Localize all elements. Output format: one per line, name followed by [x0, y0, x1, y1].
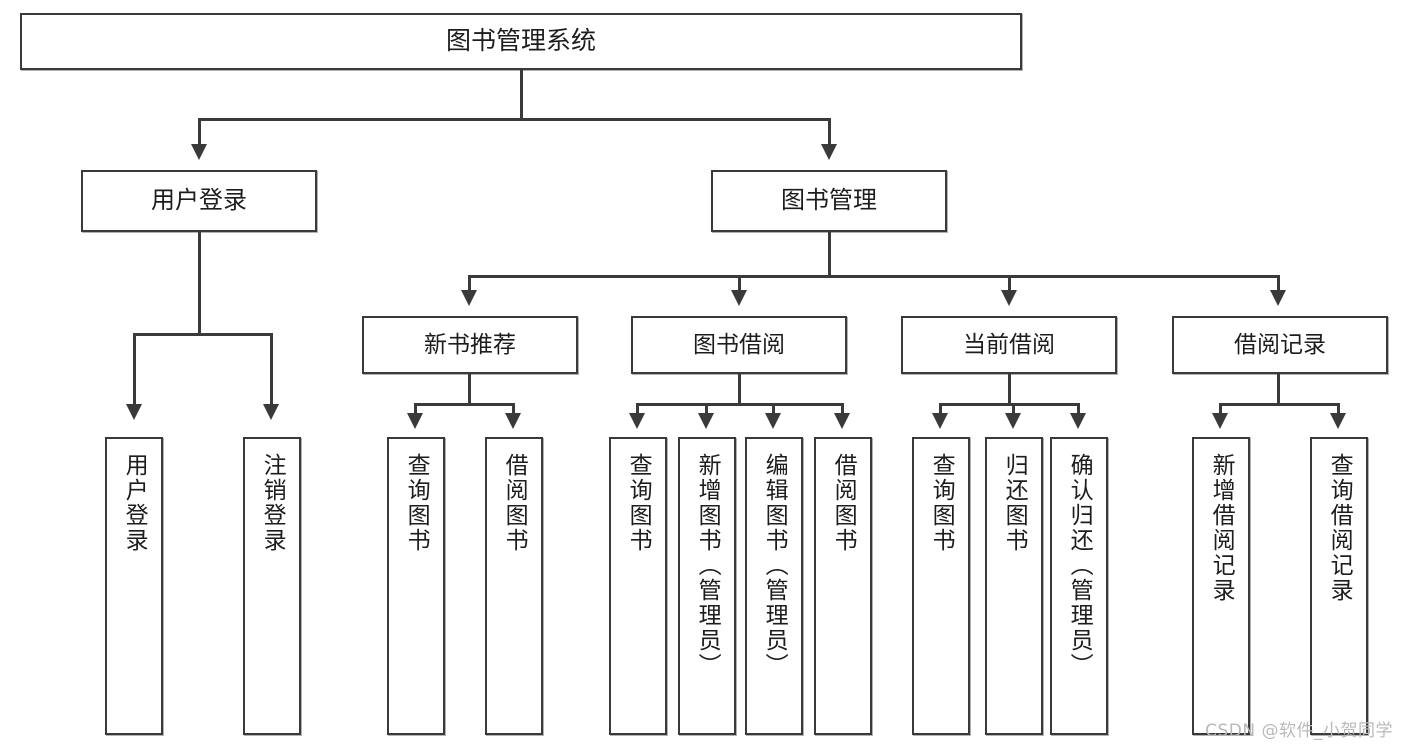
node-label: 查询图书	[928, 453, 955, 553]
node-borrow-record[interactable]: 借阅记录	[1172, 316, 1388, 374]
edge-user-login-stem	[198, 232, 201, 335]
arrowhead-leaf-borrow-edit	[765, 413, 781, 429]
node-label: 当前借阅	[963, 331, 1055, 358]
edge-current-borrow-to-leaf-1	[939, 403, 942, 415]
edge-borrow-record-bus	[1219, 403, 1338, 406]
node-leaf-rec-query2[interactable]: 查询借阅记录	[1310, 437, 1368, 735]
node-leaf-borrow-add[interactable]: 新增图书（管理员）	[678, 437, 736, 735]
node-label: 新书推荐	[424, 331, 516, 358]
arrowhead-leaf-rec-add	[1212, 413, 1228, 429]
node-label: 借阅图书	[501, 453, 528, 553]
node-label: 新增图书（管理员）	[694, 453, 721, 678]
edge-borrow-record-stem	[1277, 374, 1280, 405]
edge-book-borrow-to-leaf-2	[705, 403, 708, 415]
edge-book-manage-stem	[828, 232, 831, 277]
node-new-book-rec[interactable]: 新书推荐	[362, 316, 578, 374]
node-book-manage[interactable]: 图书管理	[711, 170, 947, 232]
edge-book-borrow-to-leaf-1	[636, 403, 639, 415]
edge-new-book-rec-bus	[414, 403, 514, 406]
edge-user-login-to-leaf-2	[270, 333, 273, 405]
node-root-system[interactable]: 图书管理系统	[20, 13, 1022, 70]
arrowhead-user-login	[191, 144, 207, 160]
node-label: 图书借阅	[693, 331, 785, 358]
arrowhead-current-borrow	[1001, 290, 1017, 306]
node-leaf-borrow-query[interactable]: 查询图书	[609, 437, 667, 735]
edge-new-book-rec-stem	[468, 374, 471, 405]
edge-root-bus	[198, 118, 831, 121]
edge-book-manage-bus	[468, 275, 1280, 278]
edge-book-borrow-stem	[738, 374, 741, 405]
node-leaf-borrow-edit[interactable]: 编辑图书（管理员）	[745, 437, 803, 735]
node-label: 编辑图书（管理员）	[761, 453, 788, 678]
edge-new-book-rec-to-leaf-1	[414, 403, 417, 415]
arrowhead-book-manage	[821, 144, 837, 160]
arrowhead-leaf-rec-borrow	[505, 413, 521, 429]
arrowhead-leaf-borrow-add	[698, 413, 714, 429]
edge-user-login-bus	[133, 333, 273, 336]
edge-root-to-book-manage	[828, 118, 831, 146]
node-leaf-cur-query[interactable]: 查询图书	[912, 437, 970, 735]
arrowhead-book-borrow	[731, 290, 747, 306]
node-user-login[interactable]: 用户登录	[81, 170, 317, 232]
edge-book-manage-to-borrow-record	[1277, 275, 1280, 292]
node-leaf-cur-confirm[interactable]: 确认归还（管理员）	[1050, 437, 1108, 735]
node-label: 用户登录	[151, 186, 247, 215]
edge-current-borrow-bus	[939, 403, 1078, 406]
edge-new-book-rec-to-leaf-2	[512, 403, 515, 415]
edge-book-manage-to-new-book-rec	[468, 275, 471, 292]
node-leaf-borrow-lend[interactable]: 借阅图书	[814, 437, 872, 735]
edge-borrow-record-to-leaf-2	[1337, 403, 1340, 415]
node-label: 用户登录	[121, 453, 148, 553]
node-book-borrow[interactable]: 图书借阅	[631, 316, 847, 374]
node-label: 图书管理	[781, 186, 877, 215]
node-label: 查询借阅记录	[1326, 453, 1353, 603]
edge-current-borrow-stem	[1008, 374, 1011, 405]
node-label: 确认归还（管理员）	[1066, 453, 1093, 678]
node-label: 查询图书	[625, 453, 652, 553]
arrowhead-borrow-record	[1270, 290, 1286, 306]
node-label: 注销登录	[259, 453, 286, 553]
node-leaf-user-login[interactable]: 用户登录	[105, 437, 163, 735]
arrowhead-leaf-user-logout	[263, 404, 279, 420]
edge-book-manage-to-book-borrow	[738, 275, 741, 292]
edge-current-borrow-to-leaf-2	[1012, 403, 1015, 415]
node-label: 借阅图书	[830, 453, 857, 553]
edge-root-stem	[520, 70, 523, 119]
edge-book-borrow-to-leaf-3	[772, 403, 775, 415]
arrowhead-new-book-rec	[461, 290, 477, 306]
edge-book-borrow-bus	[636, 403, 843, 406]
node-leaf-cur-return[interactable]: 归还图书	[985, 437, 1043, 735]
node-label: 归还图书	[1001, 453, 1028, 553]
node-leaf-user-logout[interactable]: 注销登录	[243, 437, 301, 735]
arrowhead-leaf-user-login	[126, 404, 142, 420]
node-leaf-rec-add[interactable]: 新增借阅记录	[1192, 437, 1250, 735]
node-leaf-rec-borrow[interactable]: 借阅图书	[485, 437, 543, 735]
edge-book-borrow-to-leaf-4	[841, 403, 844, 415]
arrowhead-leaf-borrow-lend	[834, 413, 850, 429]
edge-book-manage-to-current-borrow	[1008, 275, 1011, 292]
node-current-borrow[interactable]: 当前借阅	[901, 316, 1117, 374]
edge-borrow-record-to-leaf-1	[1219, 403, 1222, 415]
node-label: 新增借阅记录	[1208, 453, 1235, 603]
node-leaf-rec-query[interactable]: 查询图书	[387, 437, 445, 735]
arrowhead-leaf-cur-confirm	[1070, 413, 1086, 429]
edge-root-to-user-login	[198, 118, 201, 146]
arrowhead-leaf-cur-return	[1005, 413, 1021, 429]
edge-user-login-to-leaf-1	[133, 333, 136, 405]
edge-current-borrow-to-leaf-3	[1077, 403, 1080, 415]
arrowhead-leaf-rec-query2	[1330, 413, 1346, 429]
node-label: 查询图书	[403, 453, 430, 553]
arrowhead-leaf-cur-query	[932, 413, 948, 429]
node-label: 图书管理系统	[445, 26, 596, 56]
node-label: 借阅记录	[1234, 331, 1326, 358]
arrowhead-leaf-borrow-query	[629, 413, 645, 429]
arrowhead-leaf-rec-query	[407, 413, 423, 429]
